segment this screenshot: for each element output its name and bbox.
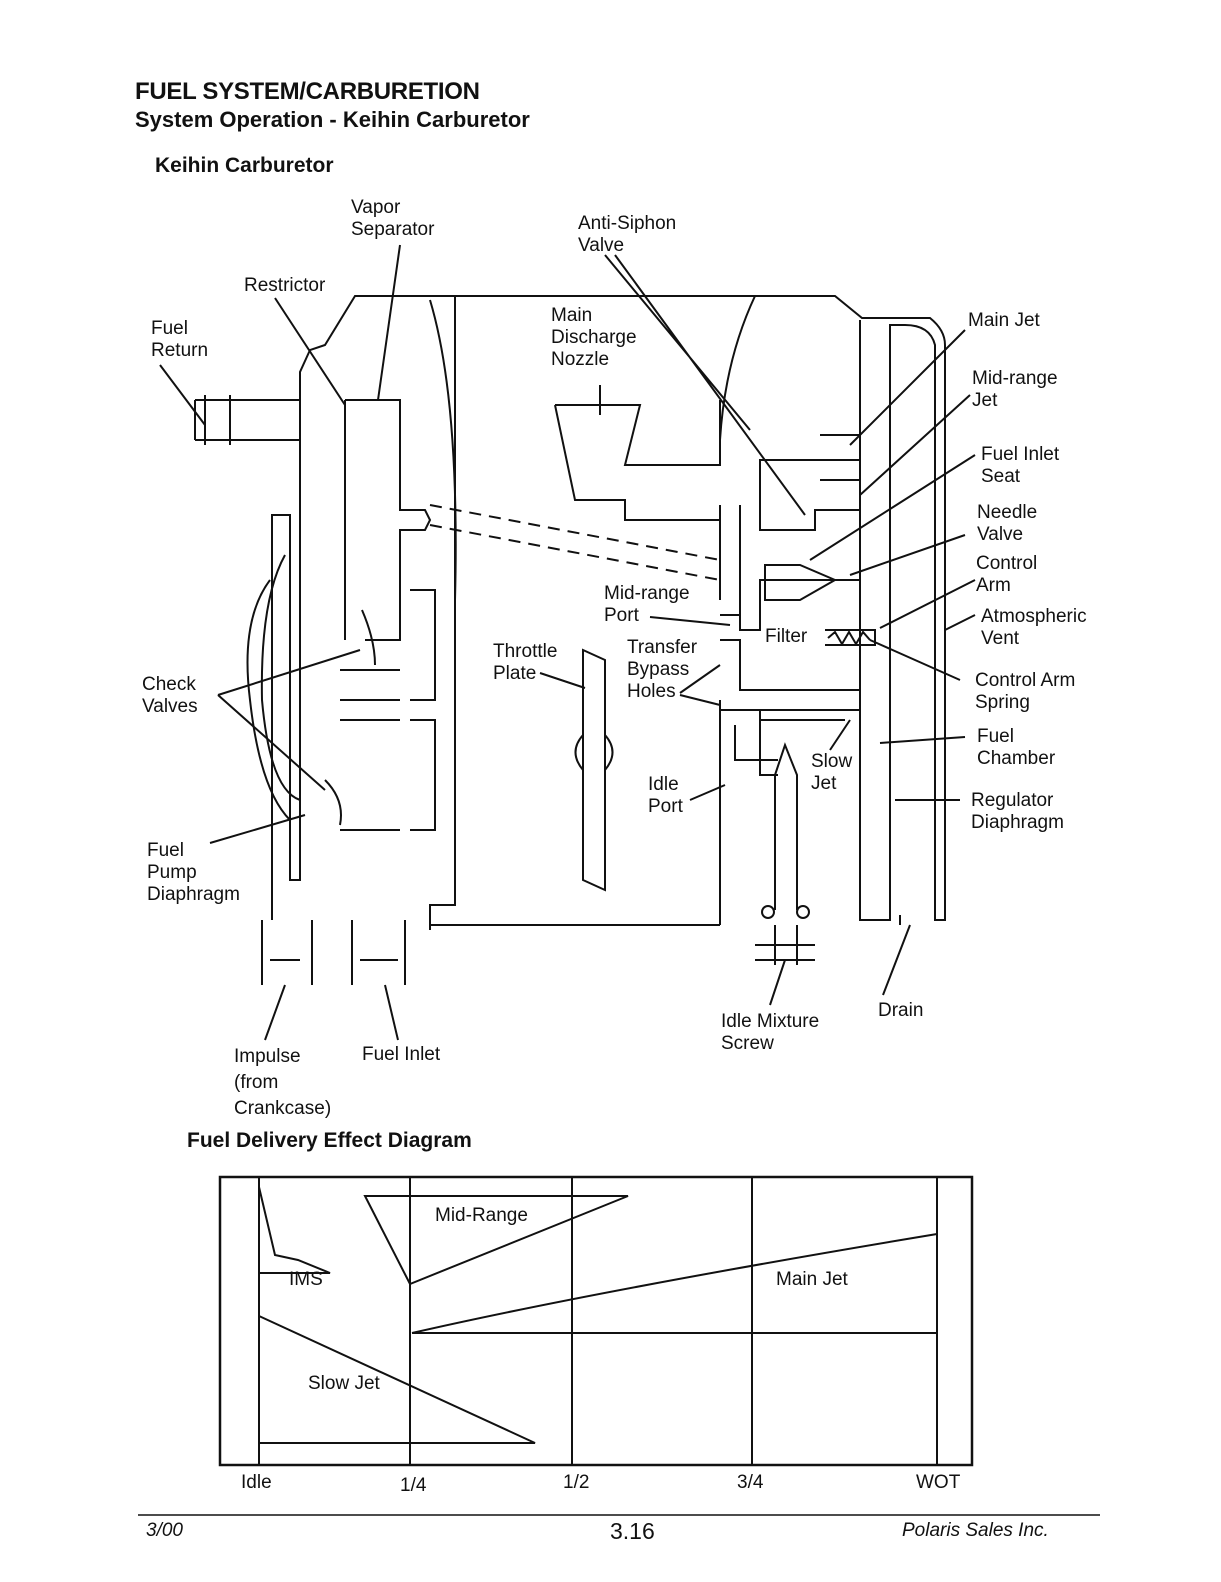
throttle-shaft	[574, 734, 614, 771]
fuel-delivery-diagram	[218, 1175, 974, 1467]
fuel-pump-diaphragm	[246, 554, 301, 821]
page-subtitle: System Operation - Keihin Carburetor	[135, 107, 530, 132]
footer-publisher: Polaris Sales Inc.	[902, 1520, 1049, 1541]
label-fuel-inlet: Fuel Inlet	[362, 1044, 441, 1065]
oring-left	[761, 905, 775, 919]
delivery-diagram-title: Fuel Delivery Effect Diagram	[187, 1129, 472, 1152]
region-label-ims: IMS	[289, 1269, 323, 1290]
label-restrictor: Restrictor	[244, 275, 326, 296]
label-transfer-bypass-holes: Transfer Bypass Holes	[627, 637, 698, 702]
label-impulse: Impulse (from Crankcase)	[234, 1046, 332, 1119]
label-vapor-separator: Vapor Separator	[351, 197, 435, 240]
page-number: 3.16	[610, 1518, 655, 1544]
region-label-mid-range: Mid-Range	[435, 1205, 528, 1226]
label-throttle-plate: Throttle Plate	[493, 641, 558, 684]
section-title: FUEL SYSTEM/CARBURETION	[135, 78, 480, 105]
figure-title: Keihin Carburetor	[155, 154, 334, 177]
carburetor-body-outline	[429, 295, 946, 930]
vapor-separator	[344, 399, 432, 641]
pump-chambers	[410, 589, 436, 831]
pump-outline	[271, 295, 455, 920]
label-anti-siphon-valve: Anti-Siphon Valve	[578, 213, 677, 256]
control-arm-spring	[825, 629, 876, 646]
label-filter: Filter	[765, 626, 808, 647]
dashed-passage	[429, 504, 721, 581]
bottom-fittings	[261, 920, 406, 985]
label-slow-jet: Slow Jet	[811, 751, 853, 794]
region-label-main-jet: Main Jet	[776, 1269, 848, 1290]
check-valve-flaps	[324, 609, 376, 826]
region-label-slow-jet: Slow Jet	[308, 1373, 380, 1394]
main-jet-region	[411, 1233, 938, 1334]
bore-right-curve	[719, 295, 756, 441]
label-fuel-return: Fuel Return	[151, 318, 209, 361]
diagram-frame	[218, 1175, 974, 1467]
label-mid-range-jet: Mid-range Jet	[972, 368, 1058, 411]
label-atmospheric-vent: Atmospheric Vent	[981, 606, 1087, 649]
leader-lines	[159, 244, 976, 1041]
label-fuel-inlet-seat: Fuel Inlet Seat	[981, 444, 1060, 487]
label-control-arm: Control Arm	[976, 553, 1038, 596]
needle-valve-body	[764, 564, 838, 601]
label-idle-mixture-screw: Idle Mixture Screw	[721, 1011, 820, 1054]
footer-date: 3/00	[146, 1520, 183, 1541]
label-needle-valve: Needle Valve	[977, 502, 1038, 545]
label-control-arm-spring: Control Arm Spring	[975, 670, 1076, 713]
label-main-jet: Main Jet	[968, 310, 1040, 331]
x-tick-wot: WOT	[916, 1472, 961, 1493]
label-idle-port: Idle Port	[648, 774, 683, 817]
label-check-valves: Check Valves	[142, 674, 198, 717]
pump-passages	[340, 669, 400, 831]
x-tick-half: 1/2	[563, 1472, 590, 1493]
label-fuel-pump-diaphragm: Fuel Pump Diaphragm	[147, 840, 240, 905]
label-main-discharge-nozzle: Main Discharge Nozzle	[551, 305, 637, 370]
body-bottom	[430, 915, 901, 926]
idle-mixture-screw	[755, 742, 815, 965]
label-mid-range-port: Mid-range Port	[604, 583, 690, 626]
mid-range-region	[363, 1195, 629, 1286]
label-regulator-diaphragm: Regulator Diaphragm	[971, 790, 1064, 833]
x-tick-idle: Idle	[241, 1472, 272, 1493]
slow-jet	[760, 700, 861, 721]
x-tick-three-quarter: 3/4	[737, 1472, 764, 1493]
main-discharge-nozzle	[554, 400, 721, 521]
fuel-return-fitting	[194, 395, 300, 445]
label-drain: Drain	[878, 1000, 924, 1021]
bore-left-curve	[429, 299, 457, 601]
oring-right	[796, 905, 810, 919]
label-fuel-chamber: Fuel Chamber	[977, 726, 1056, 769]
slow-jet-region	[258, 1315, 536, 1444]
grid-lines	[258, 1177, 938, 1465]
x-tick-quarter: 1/4	[400, 1475, 427, 1496]
jet-block	[759, 434, 861, 531]
ims-region	[258, 1186, 331, 1274]
throttle-plate	[582, 648, 606, 892]
internal-passages	[719, 505, 860, 925]
